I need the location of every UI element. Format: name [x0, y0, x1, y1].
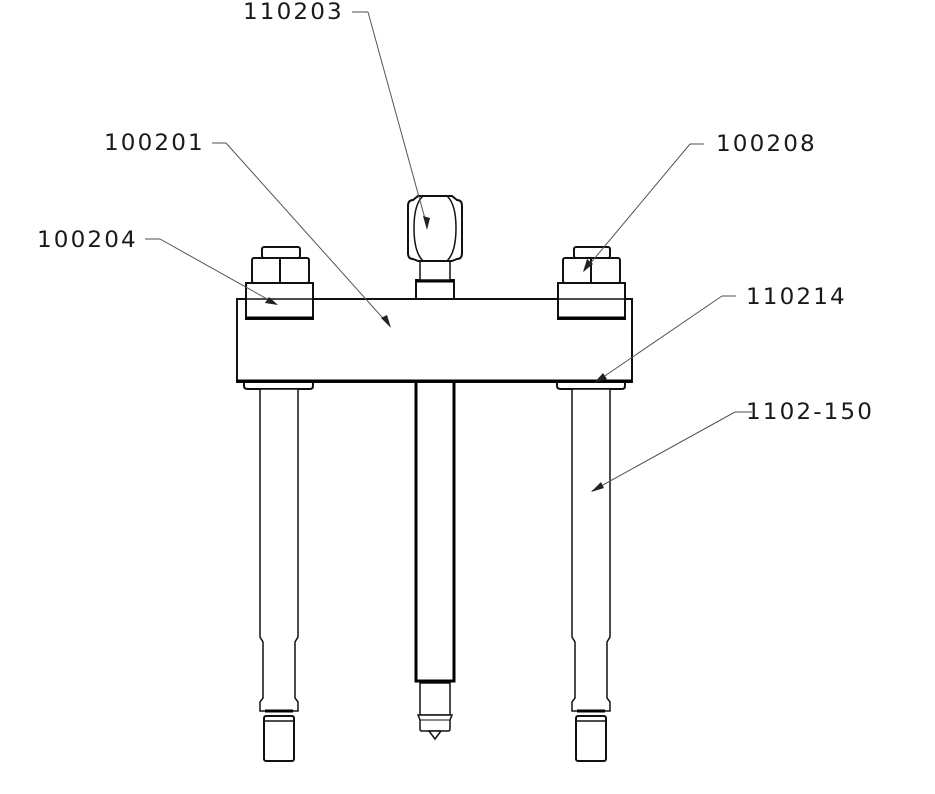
right-bolt-end — [573, 246, 611, 259]
leader-100204 — [145, 238, 278, 305]
forcing-screw — [407, 195, 463, 741]
leader-110203 — [352, 11, 430, 230]
callout-100201: 100201 — [104, 131, 205, 156]
forcing-screw-hex-nut — [407, 195, 463, 262]
right-bolt-stack — [557, 246, 626, 320]
forcing-screw-point — [427, 730, 443, 741]
left-bolt-stack — [245, 246, 314, 320]
callout-1102-150: 1102-150 — [746, 400, 875, 425]
left-bolt-end — [261, 246, 301, 259]
left-leg-shaft — [259, 388, 299, 712]
left-leg — [243, 381, 314, 762]
callout-100204: 100204 — [37, 228, 138, 253]
leader-100208 — [583, 143, 704, 272]
right-leg — [556, 381, 626, 762]
callout-100208: 100208 — [716, 132, 817, 157]
leader-100201 — [212, 142, 391, 328]
callout-110214: 110214 — [746, 285, 847, 310]
forcing-screw-collar — [415, 279, 455, 300]
forcing-screw-tip-body — [419, 682, 451, 716]
left-spacer — [245, 282, 314, 320]
left-leg-washer — [243, 381, 314, 390]
right-spacer — [557, 282, 626, 320]
forcing-screw-neck — [419, 260, 451, 281]
right-leg-shaft — [571, 388, 611, 712]
left-leg-foot — [263, 715, 295, 762]
leader-1102-150 — [591, 411, 752, 492]
forcing-screw-shaft — [414, 381, 456, 683]
right-leg-foot — [575, 715, 607, 762]
leader-110214 — [594, 295, 736, 383]
forcing-screw-tip-collar — [416, 714, 454, 732]
callout-110203: 110203 — [243, 0, 344, 25]
right-leg-washer — [556, 381, 626, 390]
